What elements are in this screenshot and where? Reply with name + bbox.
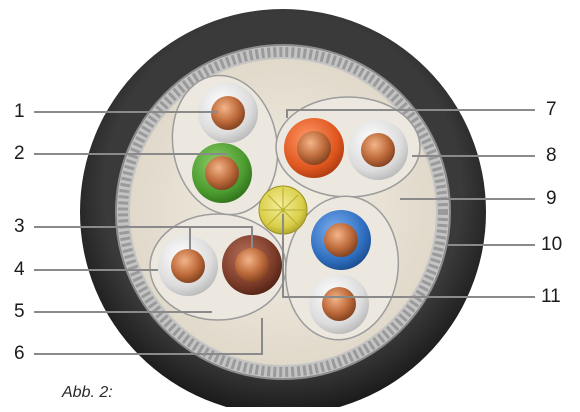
wire-brown-copper — [235, 248, 269, 282]
wire-white-3-copper — [171, 249, 205, 283]
label-8: 8 — [546, 145, 557, 167]
wire-green-copper — [205, 156, 239, 190]
figure-caption: Abb. 2: — [62, 384, 113, 402]
label-6: 6 — [14, 343, 25, 365]
label-1: 1 — [14, 101, 25, 123]
label-2: 2 — [14, 143, 25, 165]
label-3: 3 — [14, 216, 25, 238]
label-11: 11 — [541, 286, 561, 308]
label-5: 5 — [14, 301, 25, 323]
label-4: 4 — [14, 259, 25, 281]
label-9: 9 — [546, 188, 557, 210]
wire-orange-copper — [297, 131, 331, 165]
wire-blue-copper — [324, 223, 358, 257]
wire-white-2-copper — [361, 133, 395, 167]
label-10: 10 — [541, 234, 562, 256]
wire-white-4-copper — [322, 287, 356, 321]
label-7: 7 — [546, 99, 557, 121]
